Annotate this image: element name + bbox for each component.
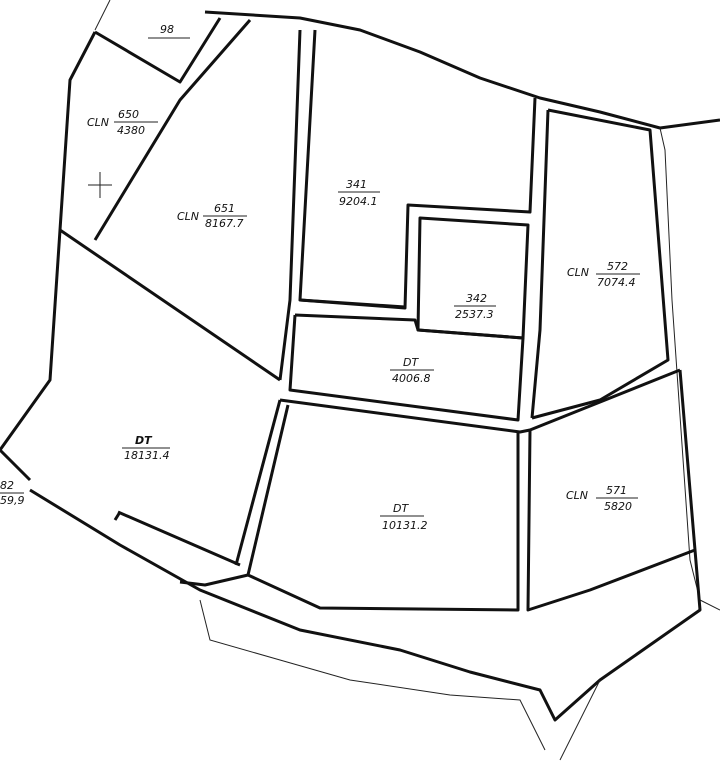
parcel-341-area: 9204.1 <box>339 195 378 208</box>
parcel-dt-10131-label: DT 10131.2 <box>380 502 428 532</box>
parcel-651-label: CLN 651 8167.7 <box>177 202 247 230</box>
parcel-571-number: 571 <box>606 484 627 497</box>
parcel-572-area: 7074.4 <box>597 276 636 289</box>
parcel-dt-10131-number: DT <box>393 502 409 515</box>
parcel-edge-number: 82 <box>0 479 14 492</box>
parcel-572-label: CLN 572 7074.4 <box>567 260 640 289</box>
parcel-572-landtype: CLN <box>567 266 589 279</box>
parcel-edge-area: 59,9 <box>0 494 25 507</box>
parcel-labels: 98 CLN 650 4380 CLN 651 8167.7 341 92 <box>0 23 640 532</box>
parcel-651-number: 651 <box>214 202 235 215</box>
parcel-dt-18131-number: DT <box>135 434 153 447</box>
parcel-dt-4006-area: 4006.8 <box>392 372 431 385</box>
parcel-651-area: 8167.7 <box>205 217 244 230</box>
parcel-dt-10131-area: 10131.2 <box>382 519 428 532</box>
parcel-dt-18131-label: DT 18131.4 <box>122 434 170 462</box>
parcel-342-area: 2537.3 <box>455 308 494 321</box>
parcel-342-number: 342 <box>466 292 487 305</box>
parcel-dt-4006-label: DT 4006.8 <box>390 356 434 385</box>
parcel-dt-4006-number: DT <box>403 356 419 369</box>
parcel-dt-18131-area: 18131.4 <box>124 449 170 462</box>
parcel-650-label: CLN 650 4380 <box>87 108 158 137</box>
parcel-650-number: 650 <box>118 108 139 121</box>
parcel-edge-label: 82 59,9 <box>0 479 25 507</box>
parcel-572-number: 572 <box>607 260 628 273</box>
parcel-571-label: CLN 571 5820 <box>566 484 638 513</box>
parcel-650-area: 4380 <box>117 124 145 137</box>
parcel-650-landtype: CLN <box>87 116 109 129</box>
parcel-98-label: 98 <box>148 23 190 39</box>
parcel-342-label: 342 2537.3 <box>454 292 496 321</box>
parcel-341-label: 341 9204.1 <box>338 178 380 208</box>
parcel-571-area: 5820 <box>604 500 632 513</box>
parcel-98-number: 98 <box>160 23 174 36</box>
parcel-571-landtype: CLN <box>566 489 588 502</box>
parcel-651-landtype: CLN <box>177 210 199 223</box>
parcel-341-number: 341 <box>346 178 367 191</box>
